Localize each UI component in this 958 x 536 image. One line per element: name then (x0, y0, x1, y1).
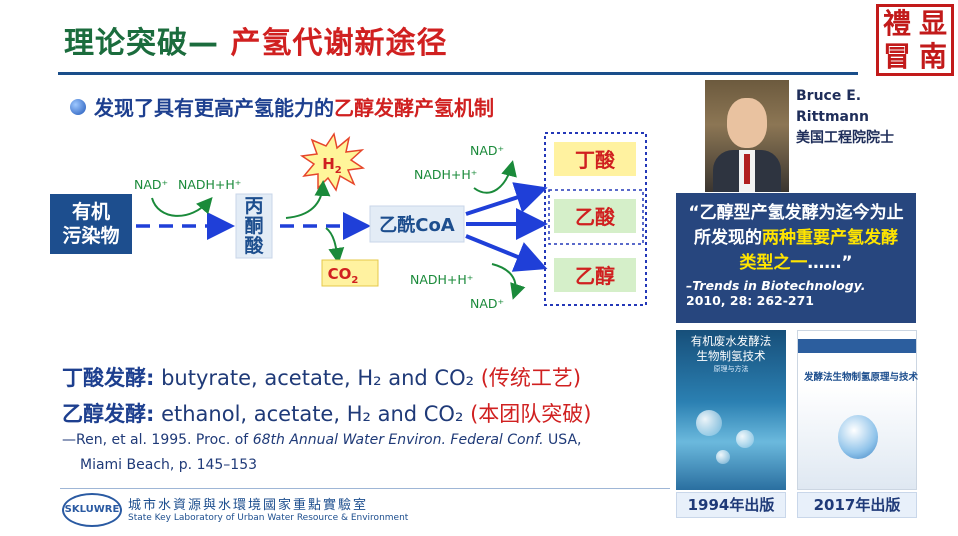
co2-box (321, 259, 379, 287)
nadh-label-3: NADH+H⁺ (410, 272, 473, 287)
h2-arrow (285, 180, 331, 219)
person-caption: Bruce E. Rittmann 美国工程院院士 (796, 86, 894, 149)
person-title: 美国工程院院士 (796, 130, 894, 146)
portrait-photo (705, 80, 789, 192)
source-label-2: 污染物 (62, 224, 119, 247)
product-butyrate: 丁酸 (575, 148, 616, 172)
year-label-1994: 1994年出版 (676, 492, 786, 518)
portrait-face (727, 98, 767, 148)
book2-title: 发酵法生物制氢原理与技术 (804, 372, 919, 383)
seal-char: 显 (918, 6, 947, 40)
portrait-tie (744, 154, 750, 184)
quote-source: –Trends in Biotechnology. (686, 278, 866, 293)
bullet-icon (70, 99, 86, 115)
book1-title-1: 有机废水发酵法 (690, 334, 772, 348)
year-label-2017: 2017年出版 (797, 492, 917, 518)
nad-label-1: NAD⁺ (134, 177, 168, 192)
reference-line-1: —Ren, et al. 1995. Proc. of 68th Annual … (62, 432, 581, 448)
bubble-decoration (696, 410, 722, 436)
quote-text: “乙醇型产氢发酵为迄今为止所发现的两种重要产氢发酵类型之一……” (686, 201, 906, 276)
product-acetate-box (554, 199, 636, 233)
reference-italic: 68th Annual Water Environ. Federal Conf. (252, 432, 544, 448)
water-drop-icon (838, 415, 878, 459)
h2-burst-icon (299, 132, 366, 192)
co2-label: CO2 (328, 265, 359, 286)
seal-char: 南 (918, 39, 947, 73)
lab-name-en: State Key Laboratory of Urban Water Reso… (128, 513, 409, 523)
butyrate-label: 丁酸发酵: (62, 366, 155, 390)
butyrate-products: butyrate, acetate, H₂ and CO₂ (154, 366, 481, 390)
product-ethanol: 乙醇 (575, 264, 615, 288)
ethanol-note: (本团队突破) (470, 402, 592, 426)
pyruvate-box (235, 193, 273, 259)
bubble-decoration (716, 450, 730, 464)
title-highlight: 产氢代谢新途径 (230, 26, 448, 61)
reference-post: USA, (543, 432, 582, 448)
acetyl-coa-box (369, 205, 465, 243)
h2-symbol: H (322, 155, 335, 173)
person-name-2: Rittmann (796, 109, 869, 125)
nad-loop-arrow-3 (491, 263, 526, 300)
butyrate-line: 丁酸发酵: butyrate, acetate, H₂ and CO₂ (传统工… (62, 362, 581, 392)
nad-loop-arrow-2 (473, 160, 517, 194)
ethanol-products: ethanol, acetate, H₂ and CO₂ (154, 402, 471, 426)
products-frame (544, 132, 647, 306)
footer-rule (60, 488, 670, 489)
source-label-1: 有机 (72, 200, 110, 223)
seal-char: 冒 (882, 39, 911, 73)
co2-subscript: 2 (351, 275, 358, 286)
source-box (50, 194, 132, 254)
product-butyrate-box (554, 142, 636, 176)
pyruvate-char-3: 酸 (244, 234, 264, 257)
nadh-label-1: NADH+H⁺ (178, 177, 241, 192)
reference-line-2: Miami Beach, p. 145–153 (80, 457, 258, 473)
lab-name-cn: 城市水資源與水環境國家重點實驗室 (128, 498, 369, 513)
arrow-to-butyrate (465, 182, 548, 216)
quote-box: “乙醇型产氢发酵为迄今为止所发现的两种重要产氢发酵类型之一……” –Trends… (676, 193, 916, 323)
ethanol-line: 乙醇发酵: ethanol, acetate, H₂ and CO₂ (本团队突… (62, 398, 591, 428)
bubble-decoration (736, 430, 754, 448)
nad-label-2: NAD⁺ (470, 143, 504, 158)
subtitle-highlight: 乙醇发酵产氢机制 (334, 96, 494, 120)
butyrate-note: (传统工艺) (480, 366, 582, 390)
subtitle: 发现了具有更高产氢能力的乙醇发酵产氢机制 (94, 92, 494, 121)
quote-text-1: “乙醇型产氢发酵为迄今为止所发现的 (688, 203, 904, 248)
lab-logo: SKLUWRE (62, 493, 122, 527)
pyruvate-char-1: 丙 (244, 195, 263, 217)
h2-label: H2 (322, 155, 342, 176)
seal-char: 禮 (882, 6, 911, 40)
arrow-to-ethanol (465, 234, 548, 272)
quote-source-2: 2010, 28: 262-271 (686, 293, 815, 308)
book1-title-2: 生物制氢技术 (696, 349, 766, 363)
h2-subscript: 2 (335, 165, 342, 176)
co2-arrow (325, 227, 345, 264)
ethanol-label: 乙醇发酵: (62, 402, 155, 426)
nad-loop-arrow-1 (151, 196, 213, 217)
subtitle-main: 发现了具有更高产氢能力的 (94, 96, 334, 120)
book-cover-2017: 发酵法生物制氢原理与技术 (797, 330, 919, 490)
nad-label-3: NAD⁺ (470, 296, 504, 311)
book1-subtitle: 原理与方法 (713, 365, 749, 373)
pyruvate-char-2: 酮 (244, 215, 263, 237)
person-name-1: Bruce E. (796, 88, 862, 104)
quote-text-2: ……” (807, 253, 853, 273)
nadh-label-2: NADH+H⁺ (414, 167, 477, 182)
product-acetate: 乙酸 (575, 205, 616, 229)
university-seal-logo: 禮显冒南 (876, 4, 954, 76)
co2-symbol: CO (328, 265, 352, 283)
product-ethanol-box (554, 258, 636, 292)
pathway-diagram: 有机 污染物 丙 酮 酸 NAD⁺ NADH+H⁺ H2 CO2 乙酰CoA N… (50, 132, 647, 311)
book-cover-1994: 有机废水发酵法 生物制氢技术 原理与方法 (676, 330, 786, 490)
page-title: 理论突破— 产氢代谢新途径 (64, 18, 447, 62)
acetyl-coa-label: 乙酰CoA (379, 214, 455, 236)
title-rule (58, 72, 858, 75)
reference-pre: —Ren, et al. 1995. Proc. of (62, 432, 253, 448)
book2-band (798, 339, 916, 353)
title-main: 理论突破— (64, 26, 231, 61)
quote-highlight: 两种重要产氢发酵类型之一 (739, 228, 898, 273)
acetate-frame (548, 189, 644, 245)
